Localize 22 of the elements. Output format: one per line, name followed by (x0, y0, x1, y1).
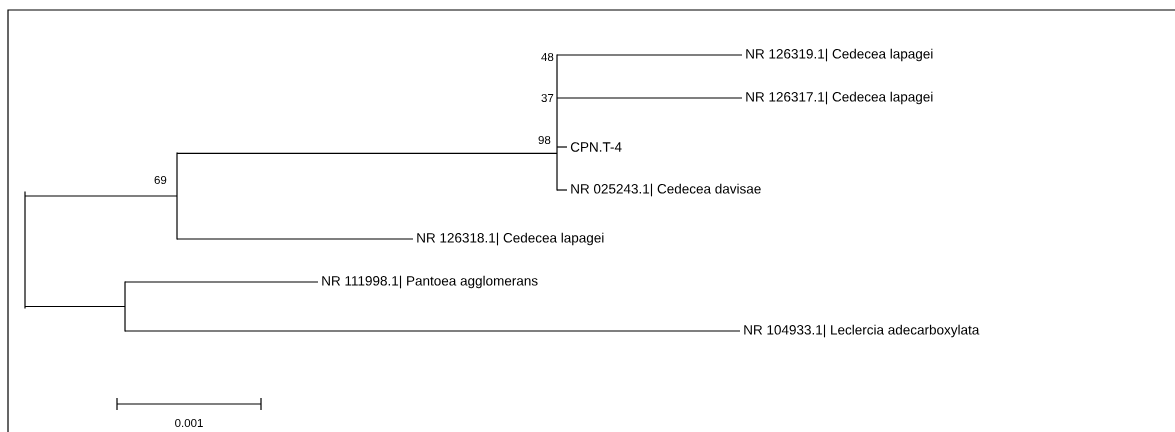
bootstrap-value: 37 (541, 93, 554, 103)
taxon-label: NR 126317.1| Cedecea lapagei (746, 91, 933, 105)
branch-line (556, 146, 568, 148)
branch-line (556, 97, 743, 99)
bootstrap-value: 48 (541, 52, 554, 62)
branch-line (556, 189, 568, 191)
branch-line (176, 238, 414, 240)
branch-line (124, 281, 319, 283)
taxon-label: CPN.T-4 (570, 142, 622, 152)
taxon-label: NR 126318.1| Cedecea lapagei (417, 232, 604, 246)
taxon-label: NR 025243.1| Cedecea davisae (571, 183, 761, 197)
scale-label: 0.001 (175, 418, 203, 428)
branch-line (24, 195, 178, 197)
branch-line (24, 305, 126, 308)
branch-line (556, 54, 743, 56)
taxon-label: NR 111998.1| Pantoea agglomerans (322, 275, 538, 289)
taxon-label: NR 126319.1| Cedecea lapagei (746, 48, 933, 62)
bootstrap-value: 69 (154, 175, 167, 185)
branch-line (124, 330, 741, 332)
bootstrap-value: 98 (538, 135, 551, 145)
taxon-label: NR 104933.1| Leclercia adecarboxylata (744, 324, 980, 338)
branch-line (176, 152, 558, 154)
